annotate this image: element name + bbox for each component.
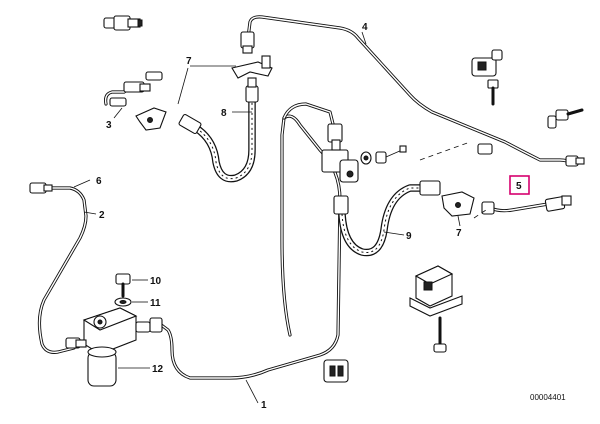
callout-3: 3: [106, 120, 112, 131]
pipe-clamp-block[interactable]: [409, 265, 463, 353]
drawing-number: 00004401: [530, 393, 566, 402]
brake-pipe-5[interactable]: [481, 195, 572, 215]
bleeder-fitting-top-left[interactable]: [103, 15, 143, 31]
assembly-guide-line: [419, 141, 471, 161]
pipe-end-fitting-6[interactable]: [29, 182, 53, 194]
brake-hose-8[interactable]: [178, 77, 259, 183]
small-union-fitting[interactable]: [145, 71, 163, 81]
brake-pipe-2[interactable]: [37, 186, 88, 354]
assembly-guide-line: [473, 209, 487, 219]
callout-9: 9: [406, 231, 412, 242]
clip-bracket-top-right[interactable]: [471, 49, 503, 106]
brake-pipe-3[interactable]: [104, 81, 151, 107]
callout-5: 5: [516, 181, 522, 192]
washer-11[interactable]: [114, 297, 132, 307]
small-connector-block[interactable]: [323, 359, 349, 383]
callout-2: 2: [99, 210, 105, 221]
callout-11: 11: [150, 298, 161, 309]
hose-bracket-7-upper[interactable]: [231, 55, 273, 79]
hose-bracket-7-left[interactable]: [135, 107, 167, 131]
callout-7-right: 7: [456, 228, 462, 239]
callout-7-upper: 7: [186, 56, 192, 67]
brake-tee-fitting[interactable]: [321, 123, 359, 183]
callout-4: 4: [362, 22, 368, 33]
brake-pressure-regulator-12[interactable]: [65, 307, 163, 387]
callout-1: 1: [261, 400, 267, 411]
union-fitting-right[interactable]: [477, 143, 585, 167]
tee-mounting-bolt[interactable]: [360, 145, 407, 165]
bolt-set-right[interactable]: [547, 108, 584, 129]
callout-12: 12: [152, 364, 164, 375]
brake-pipe-1[interactable]: [158, 114, 342, 380]
brake-pipe-1-upper[interactable]: [282, 102, 336, 130]
callout-10: 10: [150, 276, 162, 287]
callout-6: 6: [96, 176, 102, 187]
brake-hose-9[interactable]: [333, 180, 441, 257]
bolt-10[interactable]: [115, 273, 131, 298]
leader-lines: [73, 31, 461, 404]
callout-5-highlight-box[interactable]: [509, 175, 530, 195]
callout-8: 8: [221, 108, 227, 119]
brake-pipe-4[interactable]: [240, 15, 574, 166]
hose-bracket-7-right[interactable]: [441, 191, 475, 217]
